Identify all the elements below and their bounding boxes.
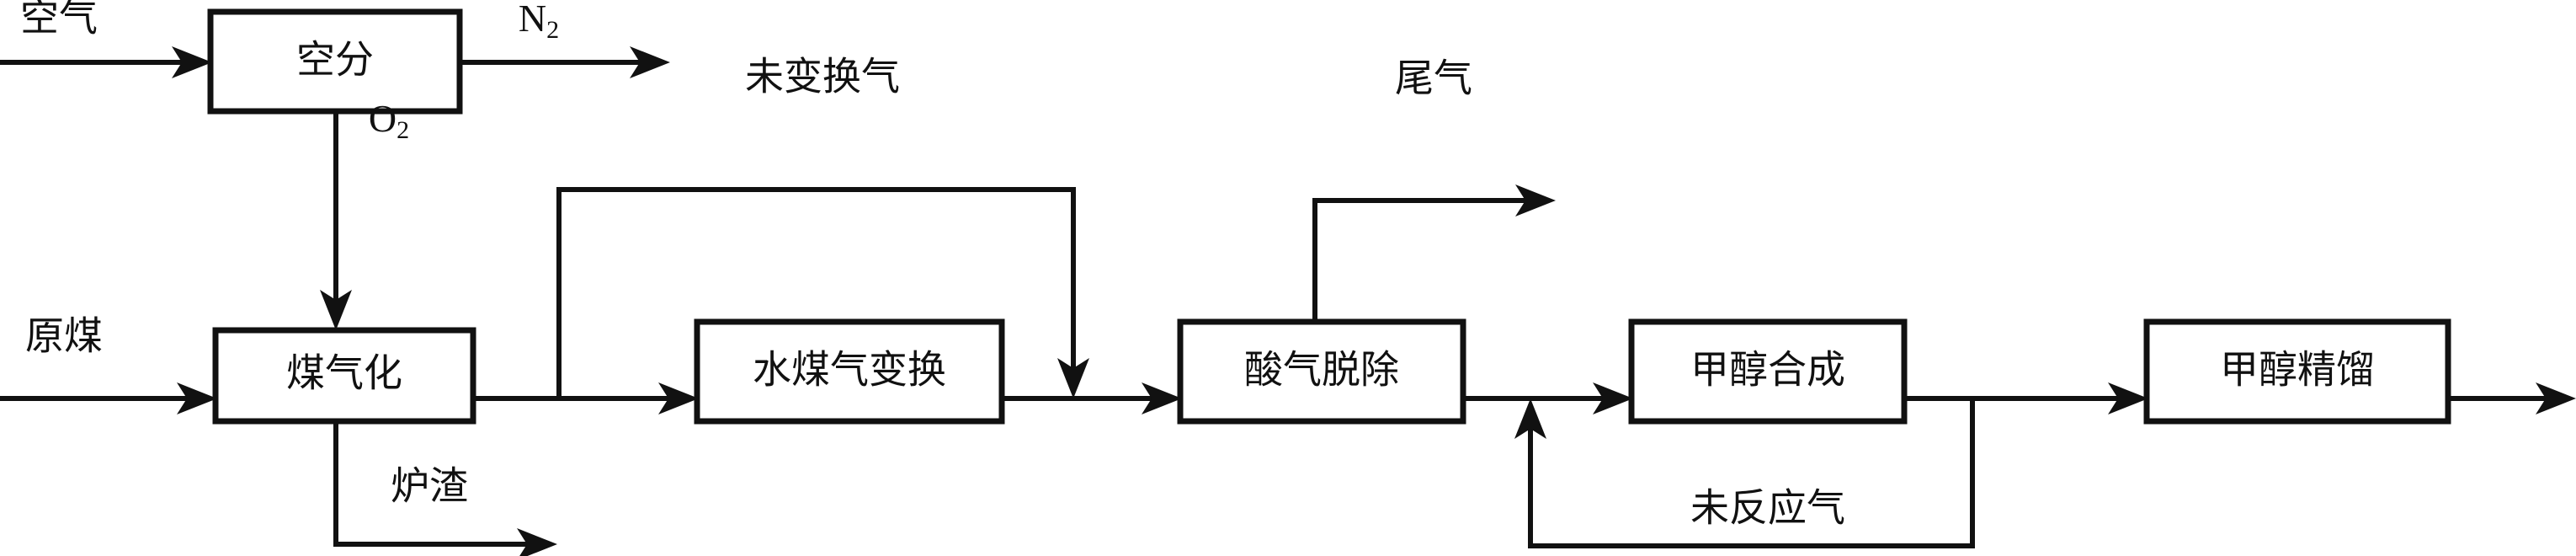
unit-gasification-box[interactable] — [212, 327, 476, 425]
stream-label-oxygen: O2 — [369, 97, 409, 144]
tail-gas-line — [1312, 198, 1530, 322]
stream-product-outlet — [2448, 382, 2576, 414]
unit-gasification-label: 煤气化 — [286, 352, 402, 395]
unshifted-gas-line — [556, 187, 1076, 398]
stream-label-nitrogen: N2 — [519, 0, 559, 44]
unit-meoh-synthesis[interactable]: 甲醇合成 — [1628, 318, 1908, 425]
unit-acid-removal-label: 酸气脱除 — [1244, 349, 1399, 392]
stream-label-slag: 炉渣 — [391, 465, 468, 508]
raw-coal-arrow-head — [177, 382, 217, 414]
unit-acid-removal-box[interactable] — [1177, 318, 1466, 425]
oxygen-subscript: 2 — [397, 116, 409, 144]
slag-arrow-head — [517, 528, 557, 556]
stream-unshifted-gas: 未变换气 — [556, 56, 1089, 398]
wgs-to-acid-arrow-head — [1142, 382, 1182, 414]
nitrogen-arrow-head — [630, 46, 670, 78]
air-arrow-head — [172, 46, 212, 78]
stream-label-raw-coal: 原煤 — [25, 315, 103, 358]
gasifier-to-wgs-arrow-head — [658, 382, 699, 414]
stream-raw-coal: 原煤 — [0, 315, 217, 414]
unreacted-gas-arrow-head — [1514, 398, 1546, 439]
tail-gas-arrow-head — [1515, 184, 1556, 217]
stream-synthesis-to-distill — [1904, 382, 2148, 414]
unit-meoh-synthesis-label: 甲醇合成 — [1690, 349, 1845, 392]
nitrogen-symbol: N — [519, 0, 546, 40]
unit-wgs-label: 水煤气变换 — [753, 349, 946, 392]
unreacted-gas-line — [1528, 398, 1975, 548]
oxygen-arrow-head — [320, 290, 352, 330]
stream-label-air: 空气 — [20, 0, 98, 40]
oxygen-symbol: O — [369, 97, 397, 140]
stream-oxygen: O2 — [320, 97, 409, 330]
unit-meoh-distill[interactable]: 甲醇精馏 — [2143, 318, 2451, 425]
unit-wgs-box[interactable] — [694, 318, 1005, 425]
unshifted-gas-arrow-head — [1057, 358, 1089, 398]
stream-acid-to-synthesis — [1463, 382, 1633, 414]
acid-to-synthesis-arrow-head — [1593, 382, 1633, 414]
stream-nitrogen: N2 — [460, 0, 670, 78]
unit-gasification[interactable]: 煤气化 — [212, 327, 476, 425]
unit-meoh-distill-label: 甲醇精馏 — [2220, 349, 2375, 392]
stream-wgs-to-acid — [1002, 382, 1182, 414]
product-outlet-arrow-head — [2536, 382, 2576, 414]
unit-acid-removal[interactable]: 酸气脱除 — [1177, 318, 1466, 425]
stream-gasifier-to-wgs — [473, 382, 699, 414]
slag-line — [333, 421, 532, 547]
nitrogen-subscript: 2 — [546, 16, 559, 44]
unit-asu-label: 空分 — [296, 39, 374, 82]
stream-tail-gas: 尾气 — [1312, 57, 1556, 322]
stream-unreacted-gas: 未反应气 — [1514, 398, 1975, 548]
stream-slag: 炉渣 — [333, 421, 557, 556]
unit-wgs[interactable]: 水煤气变换 — [694, 318, 1005, 425]
stream-air: 空气 — [0, 0, 212, 78]
unit-meoh-distill-box[interactable] — [2143, 318, 2451, 425]
stream-label-unshifted-gas: 未变换气 — [745, 56, 900, 99]
stream-label-unreacted-gas: 未反应气 — [1690, 487, 1845, 530]
synthesis-to-distill-arrow-head — [2108, 382, 2148, 414]
unit-meoh-synthesis-box[interactable] — [1628, 318, 1908, 425]
stream-label-tail-gas: 尾气 — [1395, 57, 1472, 100]
unit-asu[interactable]: 空分 — [207, 8, 463, 115]
